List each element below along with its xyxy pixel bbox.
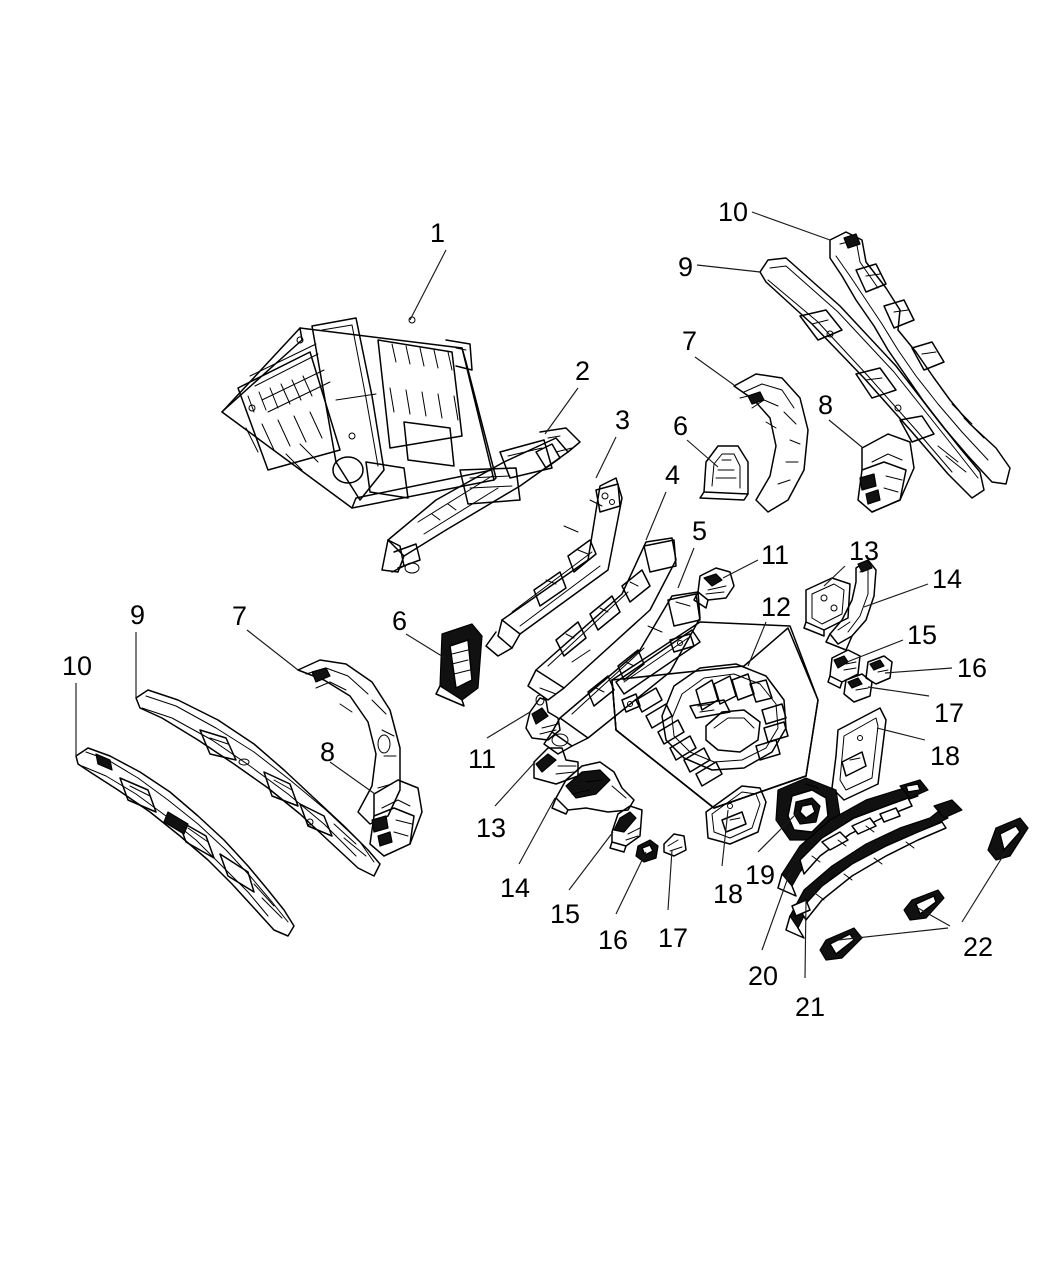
leader-line-7 (694, 356, 735, 386)
callout-number-2[interactable]: 2 (575, 356, 591, 386)
part-16-nut-retainer-bracket-left (635, 839, 659, 863)
part-10-rear-side-rail-lower-right (829, 231, 1011, 485)
leader-line-1 (409, 249, 447, 321)
part-5-rear-seat-crossmember (543, 591, 701, 755)
callout-number-16b[interactable]: 16 (598, 925, 629, 955)
leader-line-21 (804, 899, 807, 979)
callout-number-11[interactable]: 11 (761, 540, 790, 570)
part-14-rear-rail-gusset-right (825, 559, 877, 651)
leader-line-14b (518, 797, 556, 865)
leader-line-20 (761, 871, 791, 951)
part-3-front-seat-crossmember (485, 477, 623, 657)
leader-line-7b (246, 629, 299, 671)
callout-number-15[interactable]: 15 (907, 620, 938, 650)
callout-number-11b[interactable]: 11 (468, 744, 497, 774)
part-6-wheelhouse-reinforcement-bracket-right (699, 445, 749, 501)
callout-number-18[interactable]: 18 (930, 741, 961, 771)
callout-number-17[interactable]: 17 (934, 698, 965, 728)
part-10-rear-side-rail-lower-left (75, 747, 295, 937)
callout-number-4[interactable]: 4 (665, 460, 681, 490)
callout-number-14b[interactable]: 14 (500, 873, 531, 903)
leader-line-19 (757, 811, 799, 853)
leader-line-12 (747, 621, 767, 667)
callout-number-5[interactable]: 5 (692, 516, 708, 546)
callout-number-6b[interactable]: 6 (392, 606, 408, 636)
part-14-rear-rail-gusset-left (551, 761, 635, 815)
part-18-closeout-panel-right (831, 707, 887, 801)
part-20-rear-crossmember-upper (777, 779, 929, 897)
part-9-rear-side-rail-upper-right (759, 257, 985, 499)
leader-line-11b (486, 711, 531, 739)
leader-line-6b (405, 633, 446, 659)
leader-line-4 (645, 491, 667, 541)
leader-line-3 (595, 436, 617, 479)
callout-number-13b[interactable]: 13 (476, 813, 507, 843)
leader-line-22b (837, 927, 949, 941)
leader-line-2 (544, 387, 579, 435)
leader-line-13 (823, 565, 846, 587)
leader-line-22 (961, 847, 1009, 923)
part-17-clip-bracket-right (843, 673, 873, 703)
callout-number-19[interactable]: 19 (745, 860, 776, 890)
leader-line-17b (667, 849, 673, 911)
callout-number-15b[interactable]: 15 (550, 899, 581, 929)
leader-line-15b (568, 831, 614, 891)
leader-line-18b (721, 809, 729, 867)
part-7-wheelhouse-inner-panel-right (733, 373, 809, 513)
leader-line-8b (329, 761, 376, 795)
callout-number-7[interactable]: 7 (682, 326, 698, 356)
callout-number-10[interactable]: 10 (718, 197, 749, 227)
callout-number-22[interactable]: 22 (963, 932, 994, 962)
leader-line-6 (686, 439, 719, 468)
callout-number-3[interactable]: 3 (615, 405, 631, 435)
leader-line-14 (863, 583, 929, 608)
part-1-front-floor-pan (221, 316, 497, 509)
leader-line-16 (884, 667, 953, 674)
leader-line-5 (677, 547, 695, 589)
callout-number-12[interactable]: 12 (761, 592, 792, 622)
part-6-wheelhouse-reinforcement-bracket-left (435, 623, 483, 707)
leader-line-13b (494, 761, 536, 807)
callout-number-6[interactable]: 6 (673, 411, 689, 441)
leader-line-18 (876, 727, 926, 741)
callout-number-13[interactable]: 13 (849, 536, 880, 566)
callout-number-7b[interactable]: 7 (232, 601, 248, 631)
part-18-closeout-panel-left (705, 785, 767, 845)
leader-line-9 (696, 264, 761, 273)
callout-number-8[interactable]: 8 (818, 390, 834, 420)
part-8-rail-support-bracket-right (857, 433, 915, 513)
callout-number-8b[interactable]: 8 (320, 737, 336, 767)
leader-line-16b (615, 851, 647, 915)
leader-line-10 (751, 211, 831, 241)
callout-number-9[interactable]: 9 (678, 252, 694, 282)
callout-number-20[interactable]: 20 (748, 961, 779, 991)
part-15-small-reinforcement-bracket-left (609, 805, 643, 853)
part-4-front-side-sill-rail (527, 537, 677, 701)
callout-number-17b[interactable]: 17 (658, 923, 689, 953)
leader-line-11 (722, 559, 759, 579)
part-13-mounting-plate-bracket-left (533, 747, 579, 785)
callout-number-1[interactable]: 1 (430, 218, 446, 248)
part-11-floor-reinforcement-bracket-left (525, 694, 561, 741)
part-2-front-crossmember-assembly (381, 427, 581, 574)
leader-line-17 (867, 686, 930, 697)
callout-number-18b[interactable]: 18 (713, 879, 744, 909)
part-22-reinforcement-strip-a (987, 817, 1029, 861)
part-12-rear-floor-pan (611, 621, 819, 809)
leader-line-22c (917, 907, 951, 927)
callout-number-10b[interactable]: 10 (62, 651, 93, 681)
callout-number-14[interactable]: 14 (932, 564, 963, 594)
leader-line-8 (828, 419, 864, 449)
part-8-rail-support-bracket-left (369, 779, 423, 857)
part-21-rear-crossmember-lower (785, 799, 963, 939)
callout-number-16[interactable]: 16 (957, 653, 988, 683)
part-11-floor-reinforcement-bracket-right (693, 567, 735, 609)
part-9-rear-side-rail-upper-left (135, 689, 381, 877)
callout-number-21[interactable]: 21 (795, 992, 826, 1022)
callout-number-9b[interactable]: 9 (130, 600, 146, 630)
leader-line-15 (846, 639, 904, 663)
